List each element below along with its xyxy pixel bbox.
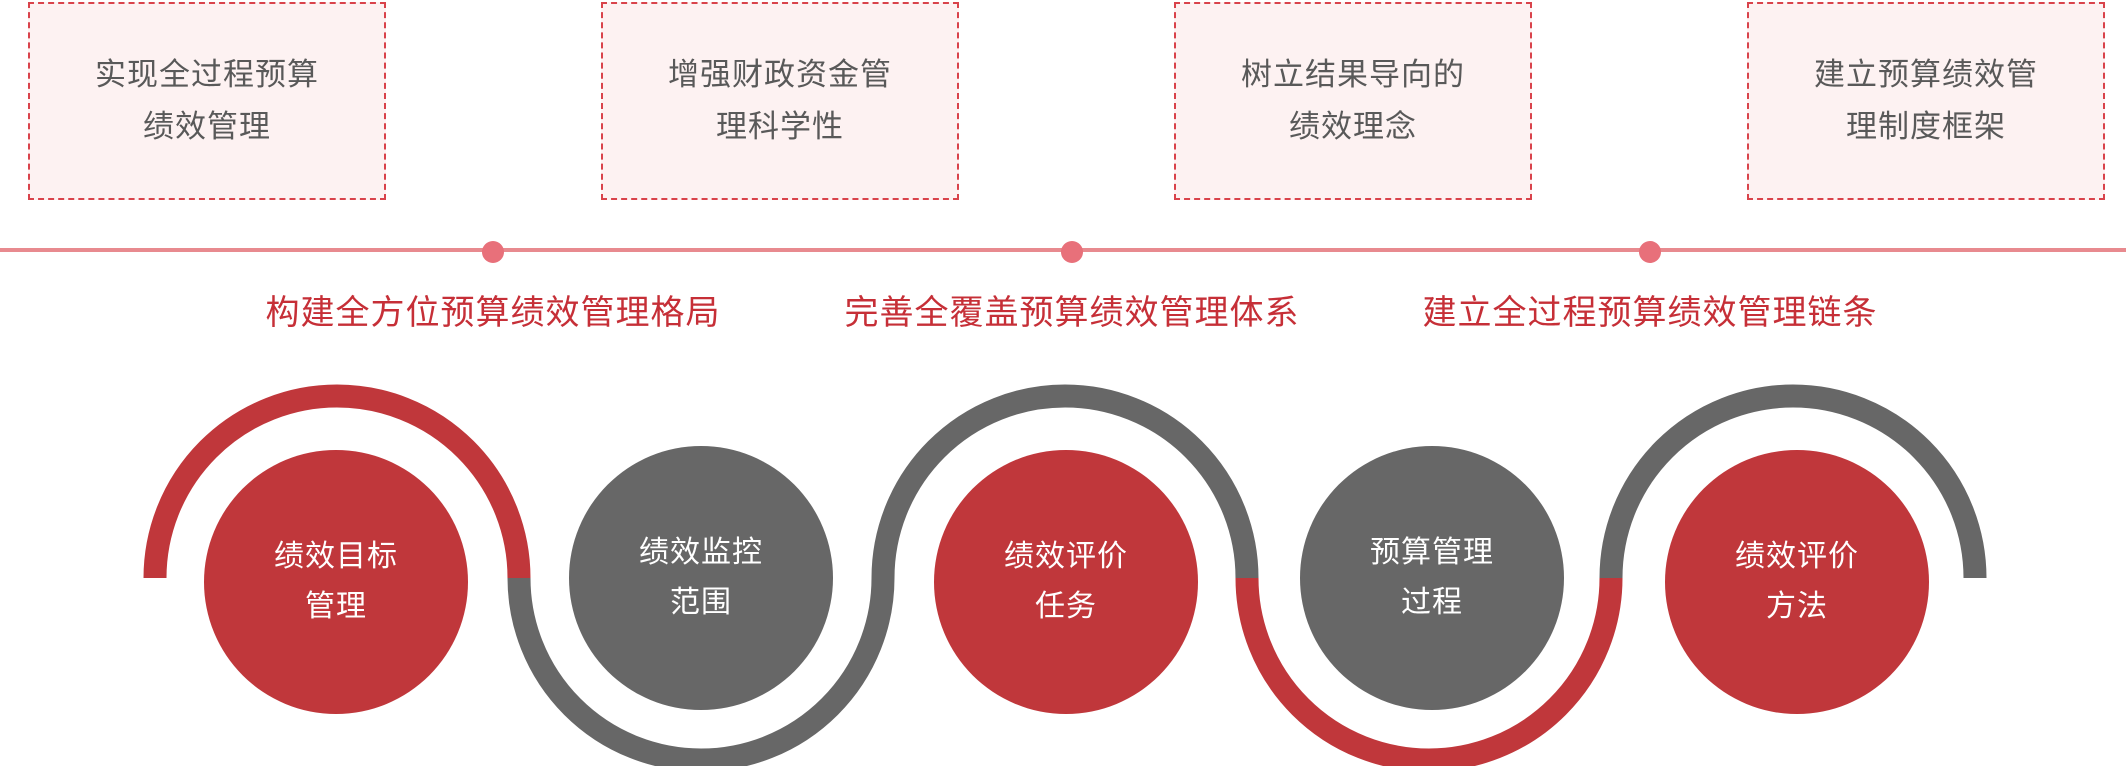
step-text: 范围 [670,585,732,620]
goal-text: 理制度框架 [1846,109,2006,145]
timeline-dot [1061,241,1083,263]
timeline-dot [482,241,504,263]
step-circle-4: 预算管理 过程 [1300,446,1564,710]
goal-text: 树立结果导向的 [1241,57,1465,93]
goal-text: 理科学性 [716,109,844,145]
phase-label-1: 构建全方位预算绩效管理格局 [265,293,721,333]
step-text: 方法 [1766,589,1828,624]
goal-text: 建立预算绩效管 [1814,57,2038,93]
step-circle-2: 绩效监控 范围 [569,446,833,710]
timeline-dot [1639,241,1661,263]
phase-label-3: 建立全过程预算绩效管理链条 [1422,293,1878,333]
arc-segment-5 [1599,384,1987,579]
goal-box-1: 实现全过程预算 绩效管理 [28,2,386,200]
goal-box-4: 建立预算绩效管 理制度框架 [1747,2,2105,200]
step-circle-3: 绩效评价 任务 [934,450,1198,714]
step-text: 绩效目标 [274,539,398,574]
phase-label-2: 完善全覆盖预算绩效管理体系 [844,293,1300,333]
arc-segment-4 [1235,577,1623,766]
goal-text: 绩效管理 [143,109,271,145]
goal-box-3: 树立结果导向的 绩效理念 [1174,2,1532,200]
arc-segment-3 [871,384,1259,579]
step-text: 绩效监控 [639,535,763,570]
goal-text: 绩效理念 [1289,109,1417,145]
step-text: 管理 [305,589,367,624]
step-text: 过程 [1401,585,1463,620]
step-circle-1: 绩效目标 管理 [204,450,468,714]
goal-box-2: 增强财政资金管 理科学性 [601,2,959,200]
arc-segment-2 [507,577,895,766]
arc-segment-1 [143,384,531,579]
step-circle-5: 绩效评价 方法 [1665,450,1929,714]
goal-text: 增强财政资金管 [668,57,892,93]
step-text: 预算管理 [1370,535,1494,570]
step-text: 绩效评价 [1735,539,1859,574]
step-text: 绩效评价 [1004,539,1128,574]
goal-text: 实现全过程预算 [95,57,319,93]
step-text: 任务 [1035,589,1097,624]
